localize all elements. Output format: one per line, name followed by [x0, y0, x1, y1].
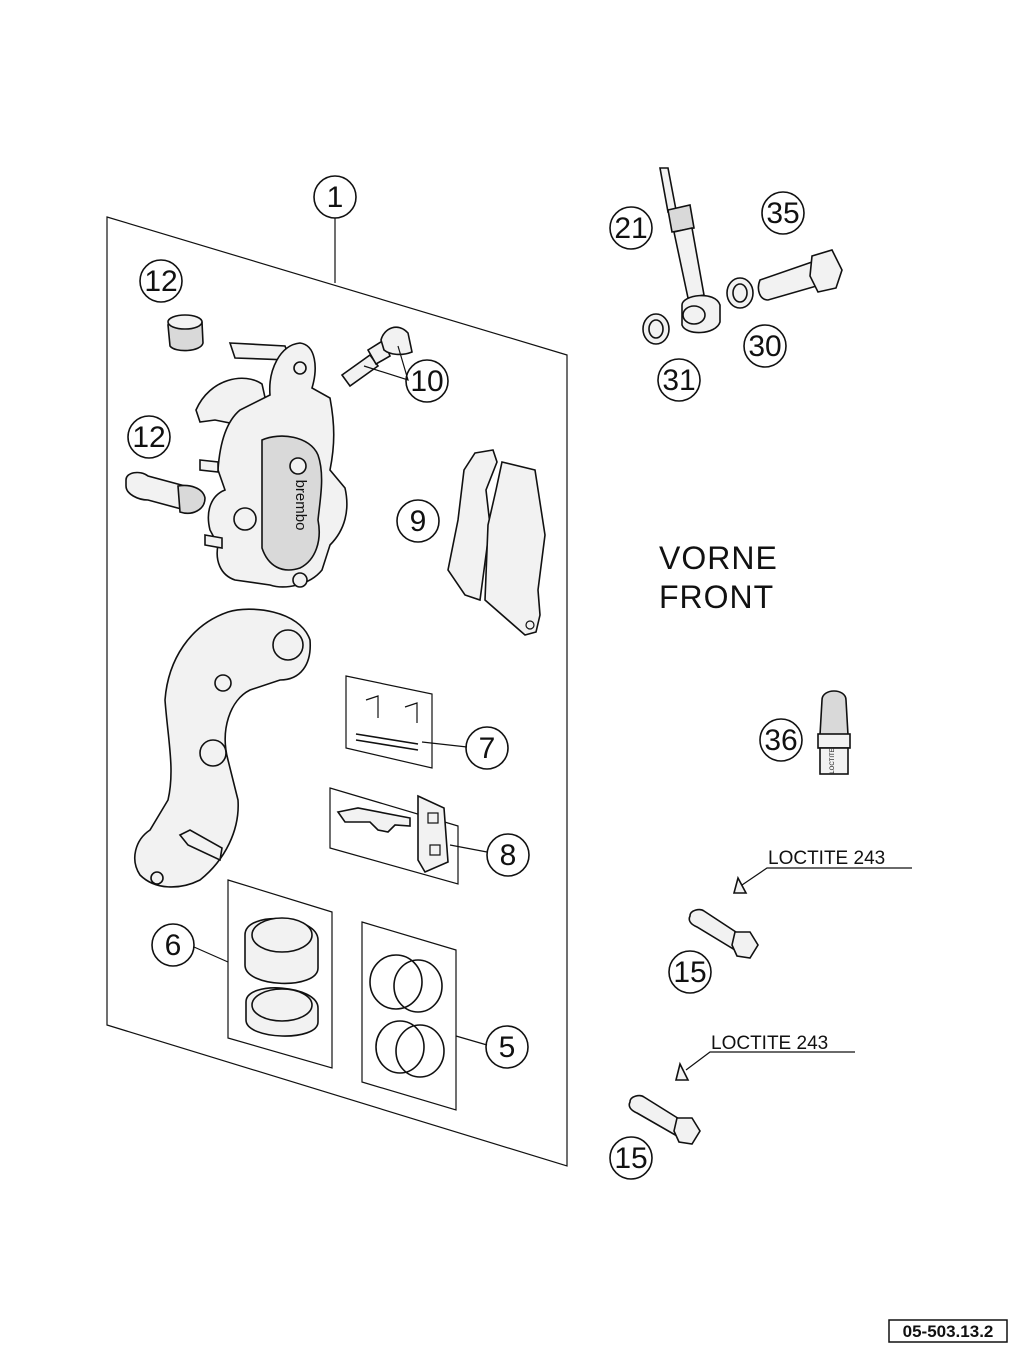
caliper-bracket-part: [134, 608, 311, 888]
loctite-drop-lower: [674, 1061, 690, 1081]
svg-text:05-503.13.2: 05-503.13.2: [903, 1322, 994, 1341]
piston-kit-box: [227, 879, 333, 1069]
leader-7: [421, 741, 468, 748]
svg-text:6: 6: [165, 929, 182, 962]
brake-line-part: [659, 167, 721, 334]
loctite-note-lower: LOCTITE 243: [685, 1033, 855, 1071]
seal-kit-box: [361, 921, 457, 1111]
svg-text:31: 31: [662, 364, 695, 397]
pin-kit-box: [345, 675, 433, 769]
spring-kit-box: [329, 787, 459, 885]
svg-text:1: 1: [327, 181, 344, 214]
callout-35: 35: [761, 191, 805, 235]
brake-pads-part: [447, 449, 546, 636]
position-label-en: FRONT: [659, 579, 774, 615]
callout-15-lower: 15: [609, 1136, 653, 1180]
bushing-part: [167, 314, 204, 352]
svg-text:35: 35: [766, 197, 799, 230]
leader-8: [449, 844, 488, 853]
callout-15-upper: 15: [668, 950, 712, 994]
svg-text:12: 12: [144, 265, 177, 298]
banjo-bolt-part: [757, 249, 843, 301]
callout-12-lower: 12: [127, 415, 171, 459]
leader-6: [193, 946, 229, 963]
washer-31-part: [642, 313, 670, 345]
caliper-kit-panel: [106, 216, 568, 1167]
callout-36: 36: [759, 718, 803, 762]
screw-15-lower-part: [628, 1094, 701, 1145]
svg-text:9: 9: [410, 505, 427, 538]
svg-text:21: 21: [614, 212, 647, 245]
svg-text:LOCTITE: LOCTITE: [830, 748, 836, 773]
svg-text:15: 15: [673, 956, 706, 989]
svg-text:5: 5: [499, 1031, 516, 1064]
callout-1: 1: [313, 175, 357, 219]
callout-12-upper: 12: [139, 259, 183, 303]
callout-31: 31: [657, 358, 701, 402]
bleed-screw-part: [340, 326, 413, 388]
svg-text:12: 12: [132, 421, 165, 454]
loctite-note-upper: LOCTITE 243: [741, 848, 912, 886]
svg-text:10: 10: [410, 365, 443, 398]
callout-30: 30: [743, 324, 787, 368]
callout-8: 8: [486, 833, 530, 877]
svg-text:30: 30: [748, 330, 781, 363]
svg-text:8: 8: [500, 839, 517, 872]
callout-9: 9: [396, 499, 440, 543]
loctite-tube-part: LOCTITE: [817, 690, 851, 775]
screw-15-upper-part: [688, 908, 759, 959]
reference-number-box: 05-503.13.2: [888, 1319, 1008, 1343]
callout-21: 21: [609, 206, 653, 250]
svg-text:7: 7: [479, 732, 496, 765]
callout-6: 6: [151, 923, 195, 967]
callout-10: 10: [405, 359, 449, 403]
loctite-drop-upper: [732, 875, 748, 894]
guide-pin-part: [125, 471, 206, 514]
position-label-de: VORNE: [659, 540, 778, 576]
callout-5: 5: [485, 1025, 529, 1069]
svg-text:LOCTITE 243: LOCTITE 243: [711, 1033, 828, 1054]
callout-7: 7: [465, 726, 509, 770]
leader-10: [363, 345, 409, 381]
leader-5: [455, 1035, 488, 1046]
svg-text:LOCTITE 243: LOCTITE 243: [768, 848, 885, 869]
svg-text:15: 15: [614, 1142, 647, 1175]
svg-text:brembo: brembo: [292, 480, 309, 531]
brake-caliper-part: brembo: [195, 342, 348, 588]
washer-30-part: [726, 277, 754, 309]
svg-text:36: 36: [764, 724, 797, 757]
